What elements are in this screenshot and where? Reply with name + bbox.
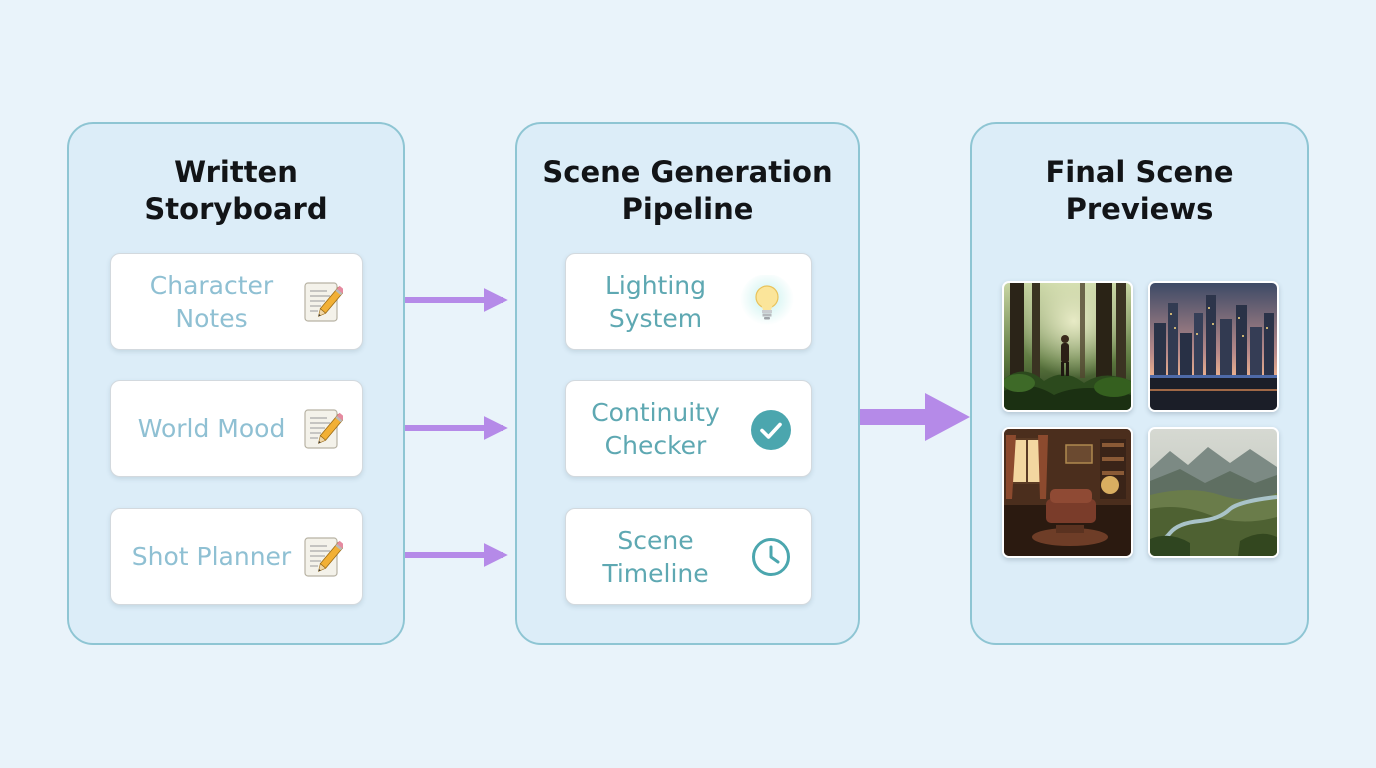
card-label: Scene Timeline xyxy=(602,525,709,588)
scene-timeline-card[interactable]: Scene Timeline xyxy=(565,508,812,605)
memo-pencil-icon xyxy=(304,537,343,577)
world-mood-card[interactable]: World Mood xyxy=(110,380,363,477)
storyboard-title: Written Storyboard xyxy=(144,155,328,226)
river-valley-image[interactable] xyxy=(1148,427,1279,558)
card-label: Lighting System xyxy=(604,270,707,333)
character-notes-card[interactable]: Character Notes xyxy=(110,253,363,350)
memo-pencil-icon xyxy=(304,282,343,322)
clock-icon xyxy=(752,538,790,576)
card-label: World Mood xyxy=(137,414,286,443)
lightbulb-icon xyxy=(740,275,794,328)
night-city-image[interactable] xyxy=(1148,281,1279,412)
shot-planner-card[interactable]: Shot Planner xyxy=(110,508,363,605)
forest-explorer-image[interactable] xyxy=(1002,281,1133,412)
arrow-pipeline-to-previews-head xyxy=(925,393,970,441)
pipeline-panel: Scene Generation Pipeline Lighting Syste… xyxy=(515,122,860,645)
cozy-interior-image[interactable] xyxy=(1002,427,1133,558)
storyboard-panel: Written Storyboard Character Notes World… xyxy=(67,122,405,645)
card-label: Character Notes xyxy=(149,270,274,333)
memo-pencil-icon xyxy=(304,409,343,449)
lighting-system-card[interactable]: Lighting System xyxy=(565,253,812,350)
continuity-checker-card[interactable]: Continuity Checker xyxy=(565,380,812,477)
card-label: Continuity Checker xyxy=(591,397,720,460)
check-circle-icon xyxy=(751,410,791,450)
pipeline-title: Scene Generation Pipeline xyxy=(542,155,833,226)
card-label: Shot Planner xyxy=(131,542,292,571)
previews-panel: Final Scene Previews xyxy=(970,122,1309,645)
previews-title: Final Scene Previews xyxy=(1045,155,1234,226)
